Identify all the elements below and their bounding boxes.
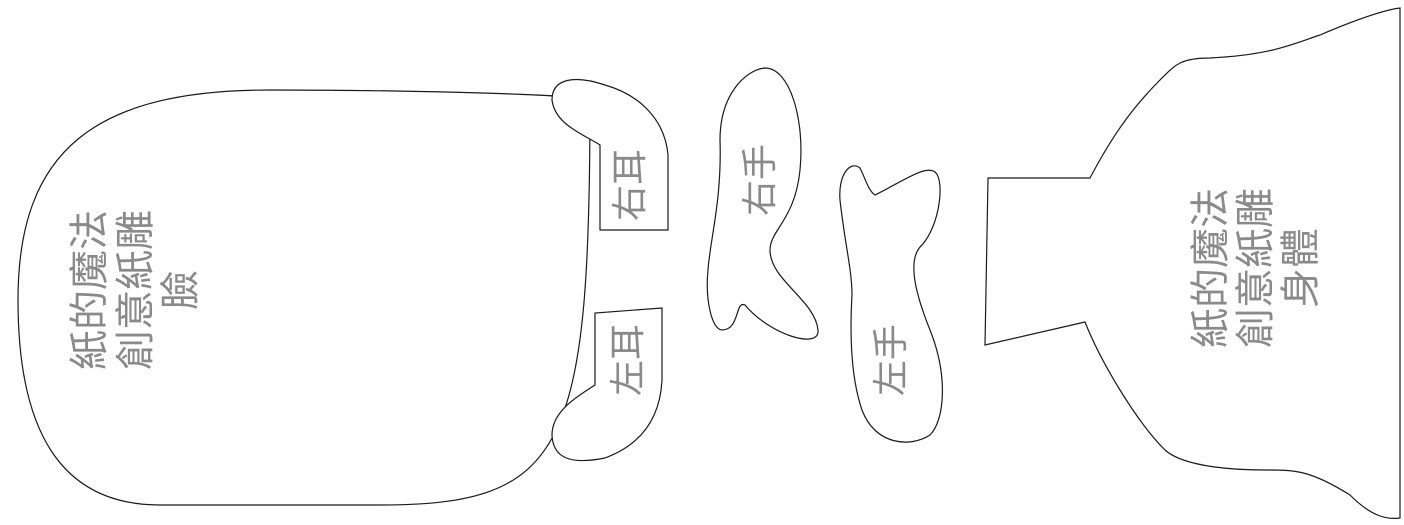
left-ear-piece: 左耳 bbox=[551, 307, 663, 462]
right-hand-piece: 右手 bbox=[706, 67, 819, 340]
left-hand-piece: 左手 bbox=[839, 165, 943, 443]
face-label-line1: 紙的魔法 bbox=[67, 210, 113, 370]
left-ear-label: 左耳 bbox=[608, 324, 649, 396]
face-piece: 紙的魔法 創意紙雕 臉 bbox=[17, 89, 591, 506]
body-label-line1: 紙的魔法 bbox=[1188, 188, 1234, 348]
body-label-line2: 創意紙雕 bbox=[1233, 188, 1279, 348]
right-hand-label: 右手 bbox=[740, 144, 781, 216]
right-ear-piece: 右耳 bbox=[551, 78, 669, 231]
face-label-line3: 臉 bbox=[158, 270, 204, 310]
left-hand-label: 左手 bbox=[871, 324, 912, 396]
body-label-line3: 身體 bbox=[1278, 228, 1324, 308]
right-ear-label: 右耳 bbox=[610, 149, 651, 221]
body-piece: 紙的魔法 創意紙雕 身體 bbox=[984, 7, 1401, 520]
face-label-line2: 創意紙雕 bbox=[113, 210, 159, 370]
